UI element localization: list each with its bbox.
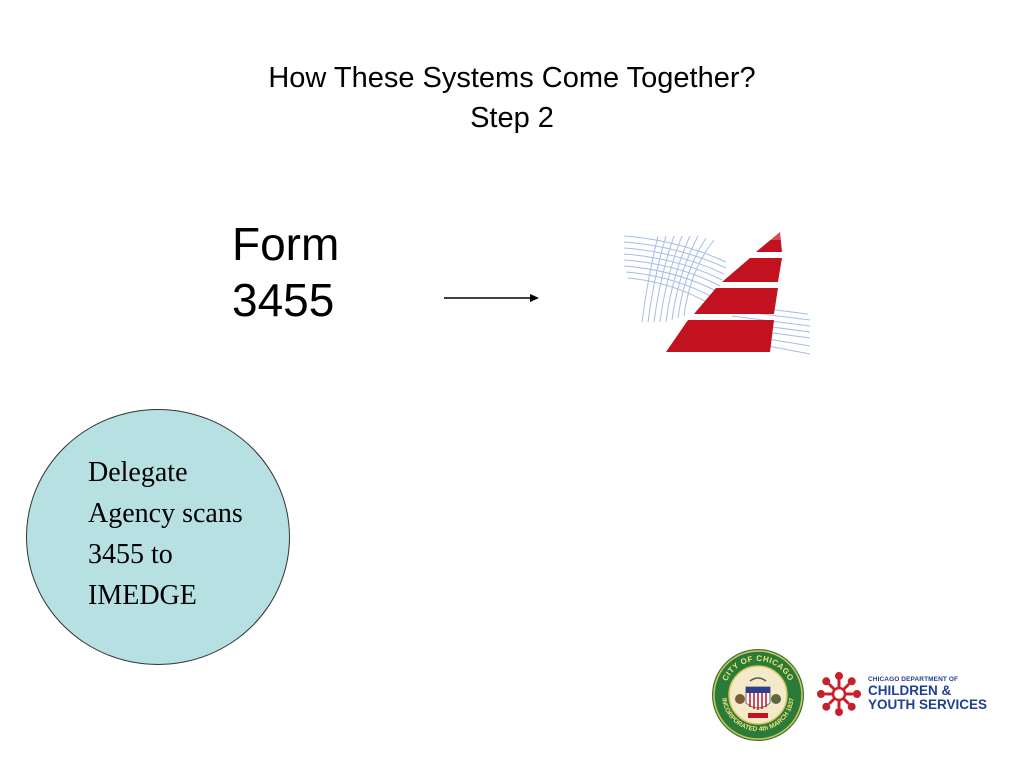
agency-note-line: 3455 to bbox=[88, 539, 173, 570]
form-label: Form 3455 bbox=[232, 216, 339, 328]
dcys-logo: CHICAGO DEPARTMENT OF CHILDREN & YOUTH S… bbox=[812, 664, 992, 724]
dcys-name-line-2: YOUTH SERVICES bbox=[868, 697, 988, 712]
slide-title-line-2: Step 2 bbox=[470, 102, 554, 134]
agency-note-line: Agency scans bbox=[88, 498, 243, 529]
agency-note: Delegate Agency scans 3455 to IMEDGE bbox=[88, 452, 298, 616]
agency-circle bbox=[26, 409, 290, 665]
right-arrow-icon bbox=[444, 294, 539, 302]
dcys-name: CHILDREN & YOUTH SERVICES bbox=[868, 684, 987, 712]
slide-title: How These Systems Come Together? Step 2 bbox=[0, 58, 1024, 138]
form-label-line-1: Form bbox=[232, 218, 340, 270]
dcys-department-text: CHICAGO DEPARTMENT OF bbox=[868, 676, 959, 683]
dcys-name-line-1: CHILDREN & bbox=[868, 683, 952, 698]
form-label-line-2: 3455 bbox=[232, 274, 335, 326]
imedge-logo bbox=[623, 232, 811, 355]
agency-note-line: IMEDGE bbox=[88, 580, 197, 611]
city-of-chicago-seal: CITY OF CHICAGO INCORPORATED 4th MARCH 1… bbox=[712, 649, 804, 741]
agency-note-line: Delegate bbox=[88, 457, 188, 488]
children-wheel-icon bbox=[817, 672, 861, 716]
slide-title-line-1: How These Systems Come Together? bbox=[268, 62, 756, 94]
